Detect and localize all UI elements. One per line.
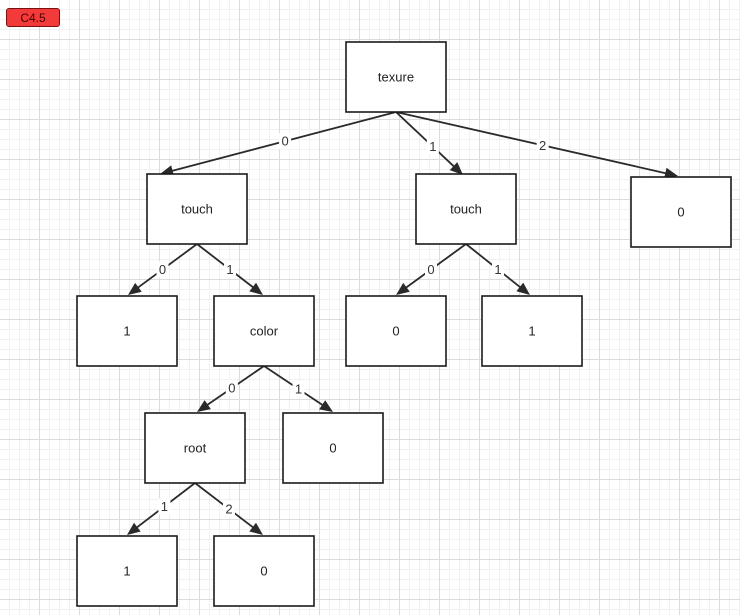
edge-n1-n4: 0 xyxy=(128,243,198,295)
edge-label: 0 xyxy=(159,262,166,277)
edge-n2-n7: 1 xyxy=(465,243,530,295)
tree-node-n4: 1 xyxy=(76,295,178,367)
edge-label-background xyxy=(492,261,504,278)
tree-node-n8: root xyxy=(144,412,246,484)
node-box xyxy=(345,41,447,113)
arrowhead-icon xyxy=(319,400,333,412)
arrowhead-icon xyxy=(664,167,678,179)
node-label: 0 xyxy=(677,205,684,220)
node-box xyxy=(213,535,315,607)
node-label: color xyxy=(250,324,279,339)
nodes-layer: texure touch touch 0 1 color 0 1 root 0 1 0 xyxy=(76,41,732,607)
edge-n0-n3: 2 xyxy=(395,111,678,179)
tree-node-n6: 0 xyxy=(345,295,447,367)
edge-n8-n11: 2 xyxy=(194,482,263,535)
edge-n5-n8: 0 xyxy=(197,365,265,412)
edge-label-background xyxy=(156,261,169,278)
tree-node-n10: 1 xyxy=(76,535,178,607)
edge-label: 2 xyxy=(225,502,232,517)
edge-n2-n6: 0 xyxy=(396,243,467,295)
node-box xyxy=(282,412,384,484)
edge-label: 1 xyxy=(226,262,233,277)
edge-label: 0 xyxy=(281,134,288,149)
node-label: texure xyxy=(378,70,414,85)
node-label: 0 xyxy=(392,324,399,339)
arrowhead-icon xyxy=(197,400,211,412)
node-label: 1 xyxy=(123,324,130,339)
node-label: touch xyxy=(181,202,213,217)
arrowhead-icon xyxy=(249,282,263,295)
node-label: 1 xyxy=(123,564,130,579)
node-box xyxy=(481,295,583,367)
edge-n8-n10: 1 xyxy=(127,482,196,535)
tree-node-n5: color xyxy=(213,295,315,367)
node-box xyxy=(76,295,178,367)
tree-node-n7: 1 xyxy=(481,295,583,367)
edge-label-background xyxy=(225,380,238,397)
node-label: 0 xyxy=(260,564,267,579)
node-box xyxy=(144,412,246,484)
edge-label-background xyxy=(425,261,437,278)
edge-n1-n5: 1 xyxy=(196,243,263,295)
node-label: root xyxy=(184,441,207,456)
edge-label: 1 xyxy=(295,382,302,397)
tree-node-n9: 0 xyxy=(282,412,384,484)
node-box xyxy=(76,535,178,607)
edge-label: 0 xyxy=(228,381,235,396)
edge-label-background xyxy=(279,133,292,150)
node-box xyxy=(213,295,315,367)
edge-label-background xyxy=(223,501,235,517)
edge-label: 0 xyxy=(427,262,434,277)
edge-n0-n2: 1 xyxy=(395,111,463,175)
arrowhead-icon xyxy=(396,282,410,295)
edge-label: 1 xyxy=(429,139,436,154)
edge-label-background xyxy=(158,498,171,515)
arrowhead-icon xyxy=(127,522,141,535)
tree-node-n1: touch xyxy=(146,173,248,245)
node-label: 1 xyxy=(528,324,535,339)
node-box xyxy=(345,295,447,367)
edge-label-background xyxy=(536,137,549,154)
edge-n5-n9: 1 xyxy=(263,365,333,412)
tree-node-n3: 0 xyxy=(630,176,732,248)
node-label: touch xyxy=(450,202,482,217)
edge-label-background xyxy=(292,381,305,397)
arrowhead-icon xyxy=(128,282,142,295)
edge-line xyxy=(395,111,668,175)
edge-line xyxy=(395,111,456,169)
node-label: 0 xyxy=(329,441,336,456)
edge-n0-n1: 0 xyxy=(160,111,397,177)
edge-label: 1 xyxy=(161,499,168,514)
node-box xyxy=(630,176,732,248)
arrowhead-icon xyxy=(249,522,263,535)
arrowhead-icon xyxy=(449,162,463,175)
tree-node-n2: touch xyxy=(415,173,517,245)
node-box xyxy=(415,173,517,245)
tree-node-n11: 0 xyxy=(213,535,315,607)
arrowhead-icon xyxy=(516,282,530,295)
tree-node-n0: texure xyxy=(345,41,447,113)
edges-layer: 0 1 2 0 1 0 1 0 1 1 2 xyxy=(127,111,678,535)
edge-label-background xyxy=(426,138,439,155)
edge-label: 1 xyxy=(494,262,501,277)
edge-label-background xyxy=(224,261,236,278)
edge-label: 2 xyxy=(539,138,546,153)
node-box xyxy=(146,173,248,245)
title-badge-label: C4.5 xyxy=(20,10,46,25)
title-badge: C4.5 xyxy=(6,8,60,27)
